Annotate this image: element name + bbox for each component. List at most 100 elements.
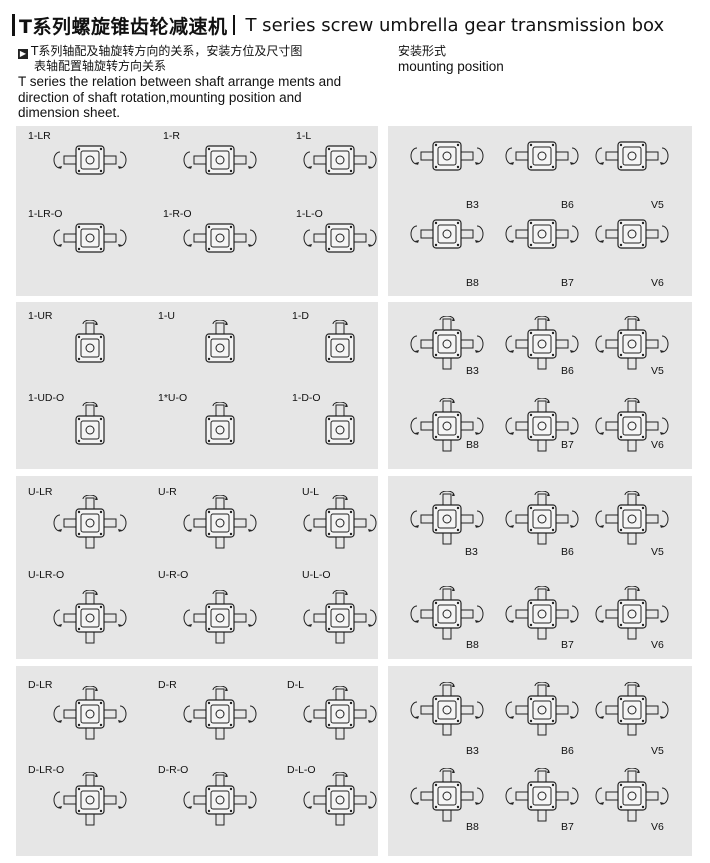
gearbox-drawing-icon: [594, 586, 670, 642]
shaft-label: 1*U-O: [158, 392, 188, 404]
gearbox-drawing-icon: [504, 682, 580, 738]
mount-label: V5: [651, 199, 664, 211]
mount-label: B6: [561, 365, 574, 377]
gearbox-drawing-icon: [182, 320, 258, 376]
mount-label: B3: [466, 199, 479, 211]
title-separator: [233, 15, 236, 35]
mount-label: V6: [651, 821, 664, 833]
mounting-en: mounting position: [398, 59, 504, 74]
gearbox-drawing-icon: [52, 772, 128, 828]
gearbox-drawing-icon: [594, 316, 670, 372]
mount-label: V5: [651, 546, 664, 558]
mount-label: V5: [651, 365, 664, 377]
gearbox-drawing-icon: [52, 210, 128, 266]
gearbox-drawing-icon: [594, 682, 670, 738]
shaft-label: U-LR-O: [28, 569, 65, 581]
mount-label: V5: [651, 745, 664, 757]
gearbox-drawing-icon: [302, 132, 378, 188]
page-title: T系列螺旋锥齿轮减速机 T series screw umbrella gear…: [12, 10, 664, 40]
gearbox-drawing-icon: [182, 495, 258, 551]
title-bar-divider: [12, 14, 15, 36]
gearbox-drawing-icon: [409, 206, 485, 262]
gearbox-drawing-icon: [594, 491, 670, 547]
gearbox-drawing-icon: [409, 398, 485, 454]
mount-label: B6: [561, 745, 574, 757]
mount-label: B6: [561, 546, 574, 558]
shaft-label: 1-UR: [28, 310, 53, 322]
gearbox-drawing-icon: [504, 206, 580, 262]
shaft-label: 1-U: [158, 310, 175, 322]
gearbox-drawing-icon: [182, 210, 258, 266]
gearbox-drawing-icon: [409, 128, 485, 184]
shaft-label: U-L-O: [302, 569, 331, 581]
intro-en-line1: T series the relation between shaft arra…: [18, 74, 342, 89]
gearbox-drawing-icon: [504, 398, 580, 454]
intro-cn-line1-text: T系列轴配及轴旋转方向的关系，安装方位及尺寸图: [31, 44, 303, 58]
gearbox-drawing-icon: [594, 206, 670, 262]
mount-label: B7: [561, 277, 574, 289]
shaft-label: 1-L-O: [296, 208, 323, 220]
gearbox-drawing-icon: [504, 768, 580, 824]
mount-label: B3: [466, 365, 479, 377]
intro-en-line3: dimension sheet.: [18, 105, 121, 120]
gearbox-drawing-icon: [182, 772, 258, 828]
gearbox-drawing-icon: [594, 768, 670, 824]
gearbox-drawing-icon: [302, 590, 378, 646]
shaft-label: U-L: [302, 486, 319, 498]
mount-label: V6: [651, 439, 664, 451]
mount-label: B8: [466, 639, 479, 651]
gearbox-drawing-icon: [302, 495, 378, 551]
shaft-label: U-R-O: [158, 569, 189, 581]
intro-text: ▶T系列轴配及轴旋转方向的关系，安装方位及尺寸图 表轴配置轴旋转方向关系 T s…: [18, 44, 378, 121]
shaft-label: D-L-O: [287, 764, 316, 776]
gearbox-drawing-icon: [504, 491, 580, 547]
gearbox-drawing-icon: [302, 772, 378, 828]
mount-label: B7: [561, 439, 574, 451]
gearbox-drawing-icon: [409, 586, 485, 642]
shaft-label: D-LR: [28, 679, 53, 691]
gearbox-drawing-icon: [52, 495, 128, 551]
title-cn: T系列螺旋锥齿轮减速机: [19, 15, 228, 38]
gearbox-drawing-icon: [182, 590, 258, 646]
shaft-label: D-R-O: [158, 764, 189, 776]
gearbox-drawing-icon: [52, 402, 128, 458]
shaft-label: D-L: [287, 679, 304, 691]
title-en: T series screw umbrella gear transmissio…: [245, 14, 665, 36]
shaft-label: D-LR-O: [28, 764, 65, 776]
shaft-label: U-R: [158, 486, 177, 498]
mount-label: B8: [466, 439, 479, 451]
gearbox-drawing-icon: [52, 590, 128, 646]
gearbox-drawing-icon: [52, 320, 128, 376]
shaft-label: 1-LR: [28, 130, 51, 142]
mount-label: B7: [561, 821, 574, 833]
gearbox-drawing-icon: [182, 402, 258, 458]
shaft-label: 1-L: [296, 130, 312, 142]
mount-label: B3: [465, 546, 478, 558]
gearbox-drawing-icon: [504, 316, 580, 372]
gearbox-drawing-icon: [302, 686, 378, 742]
intro-cn-line1: ▶T系列轴配及轴旋转方向的关系，安装方位及尺寸图: [18, 44, 378, 59]
gearbox-drawing-icon: [594, 128, 670, 184]
mount-label: B3: [466, 745, 479, 757]
shaft-label: 1-LR-O: [28, 208, 63, 220]
gearbox-drawing-icon: [409, 768, 485, 824]
gearbox-drawing-icon: [409, 491, 485, 547]
mount-label: V6: [651, 277, 664, 289]
mounting-cn: 安装形式: [398, 44, 447, 58]
gearbox-drawing-icon: [504, 586, 580, 642]
gearbox-drawing-icon: [182, 686, 258, 742]
shaft-label: 1-D-O: [292, 392, 321, 404]
triangle-bullet-icon: ▶: [18, 49, 28, 59]
gearbox-drawing-icon: [409, 682, 485, 738]
gearbox-drawing-icon: [409, 316, 485, 372]
mount-label: B6: [561, 199, 574, 211]
gearbox-drawing-icon: [52, 686, 128, 742]
gearbox-drawing-icon: [302, 320, 378, 376]
shaft-label: D-R: [158, 679, 177, 691]
gearbox-drawing-icon: [594, 398, 670, 454]
gearbox-drawing-icon: [182, 132, 258, 188]
gearbox-drawing-icon: [302, 402, 378, 458]
intro-cn-line2: 表轴配置轴旋转方向关系: [34, 59, 167, 73]
shaft-panel-row-4: [16, 666, 378, 856]
gearbox-drawing-icon: [504, 128, 580, 184]
